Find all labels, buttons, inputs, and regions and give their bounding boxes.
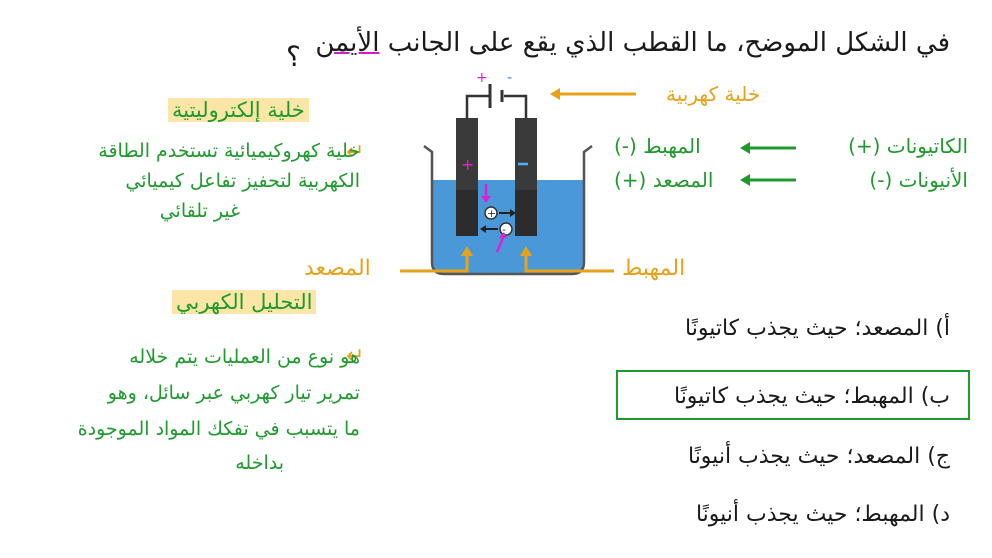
option-d[interactable]: د) المهبط؛ حيث يجذب أنيونًا bbox=[695, 502, 950, 527]
left-wire bbox=[465, 94, 490, 118]
cations-label: الكاتيونات (+) bbox=[848, 134, 968, 158]
question-part1: في الشكل الموضح، ما القطب الذي يقع على ا… bbox=[379, 28, 950, 58]
left-electrode-submerged bbox=[456, 190, 478, 236]
selected-option-box bbox=[616, 370, 970, 420]
beaker-outline bbox=[423, 145, 593, 276]
question-text: في الشكل الموضح، ما القطب الذي يقع على ا… bbox=[315, 28, 950, 58]
anion-symbol bbox=[499, 222, 513, 236]
electrolysis-line4: بداخله bbox=[235, 452, 284, 474]
electrolytic-title: خلية إلكتروليتية bbox=[168, 98, 309, 122]
electrolysis-title: التحليل الكهربي bbox=[172, 290, 317, 314]
cathode-arrow bbox=[524, 252, 614, 273]
option-b[interactable]: ب) المهبط؛ حيث يجذب كاتيونًا bbox=[673, 384, 950, 409]
cathode-minus-label: المهبط (-) bbox=[614, 134, 701, 158]
right-electrode-top bbox=[515, 118, 537, 190]
pink-arrow-up bbox=[495, 237, 505, 253]
bullet-arrow-icon: ↵ bbox=[346, 140, 365, 165]
question-underlined-word: الأيمن bbox=[315, 28, 380, 58]
cation-symbol bbox=[484, 206, 498, 220]
bullet-arrow-icon: ↵ bbox=[346, 344, 365, 369]
left-electrode-plus: + bbox=[461, 155, 474, 174]
right-electrode-submerged bbox=[515, 190, 537, 236]
cathode-bottom-label: المهبط bbox=[622, 256, 686, 281]
option-c[interactable]: ج) المصعد؛ حيث يجذب أنيونًا bbox=[687, 444, 950, 469]
option-a[interactable]: أ) المصعد؛ حيث يجذب كاتيونًا bbox=[685, 316, 950, 341]
right-wire bbox=[504, 94, 528, 118]
battery-plus: + bbox=[476, 70, 488, 86]
electrolysis-line1: هو نوع من العمليات يتم خلاله bbox=[129, 346, 360, 368]
electrolysis-line3: ما يتسبب في تفكك المواد الموجودة bbox=[77, 418, 360, 440]
electrolytic-line2: الكهربية لتحفيز تفاعل كيميائي bbox=[125, 170, 360, 192]
left-electrode-top bbox=[456, 118, 478, 190]
battery-minus: - bbox=[507, 70, 512, 86]
electrolytic-line3: غير تلقائي bbox=[159, 200, 240, 222]
svg-text:+: + bbox=[487, 207, 496, 220]
anode-arrow bbox=[400, 252, 469, 273]
electrolysis-line2: تمرير تيار كهربي عبر سائل، وهو bbox=[107, 382, 360, 404]
anode-plus-label: المصعد (+) bbox=[614, 168, 714, 192]
anions-label: الأنيونات (-) bbox=[869, 168, 968, 192]
svg-text:-: - bbox=[502, 223, 506, 236]
cell-label: خلية كهربية bbox=[666, 82, 761, 106]
electrolytic-line1: خلية كهروكيميائية تستخدم الطاقة bbox=[98, 140, 360, 162]
anode-bottom-label: المصعد bbox=[304, 256, 371, 281]
question-mark: ؟ bbox=[286, 40, 301, 73]
